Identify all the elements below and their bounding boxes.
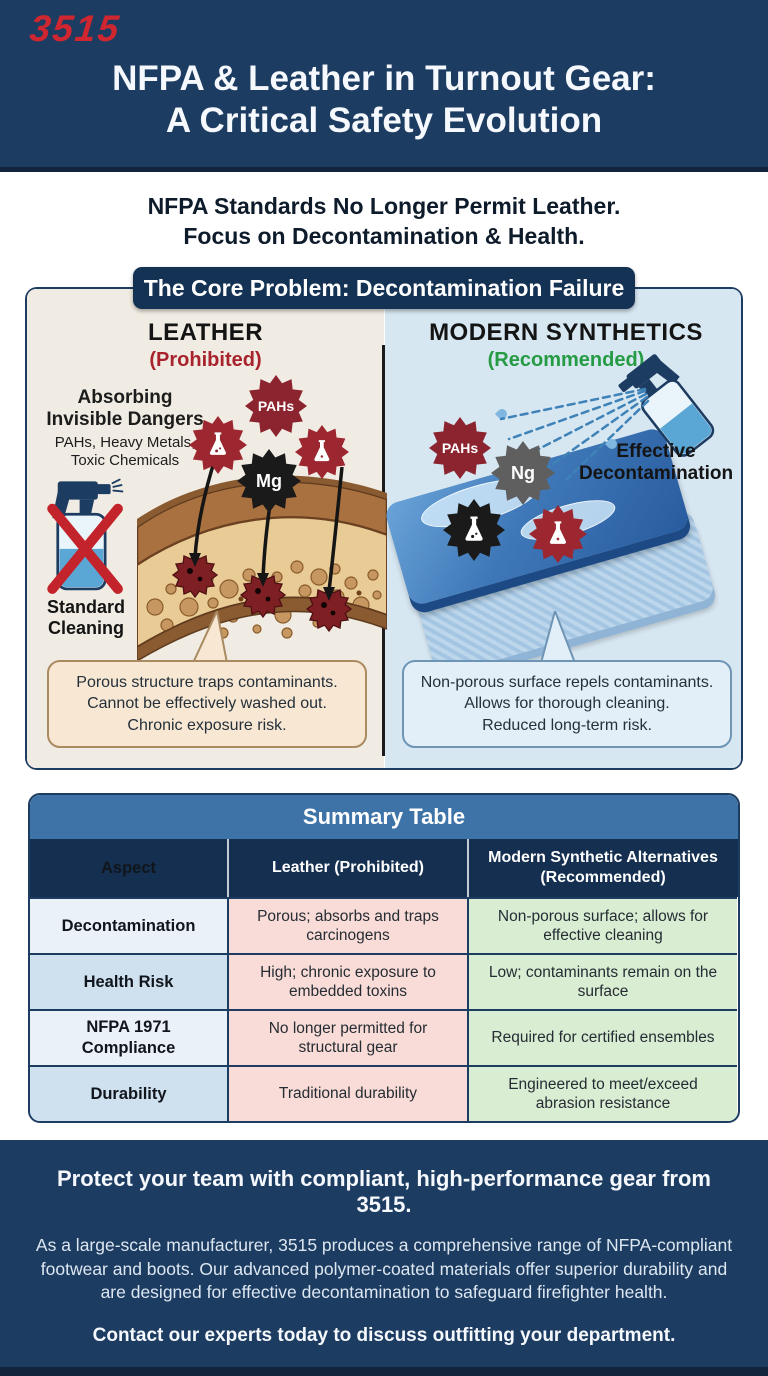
footer-body: As a large-scale manufacturer, 3515 prod… [35,1235,733,1303]
leather-callout: Porous structure traps contaminants. Can… [47,660,367,748]
intro-statement: NFPA Standards No Longer Permit Leather.… [0,192,768,252]
synthetics-status: (Recommended) [487,349,645,371]
absorbing-dangers-label: Absorbing Invisible Dangers PAHs, Heavy … [35,387,215,470]
leather-callout-line3: Chronic exposure risk. [127,716,287,734]
leather-heading: LEATHER [147,319,264,346]
leather-cross-section-illustration [137,458,387,662]
flask-icon [209,432,227,455]
decon-spray-mist [499,387,650,481]
table-row: Health Risk High; chronic exposure to em… [30,953,738,1009]
row-synthetic-value: Engineered to meet/exceed abrasion resis… [467,1065,737,1121]
danger-sub-line2: Toxic Chemicals [70,451,180,469]
decon-spray-bottle [618,354,715,457]
comparison-panel: The Core Problem: Decontamination Failur… [25,267,745,770]
synthetics-callout: Non-porous surface repels contaminants. … [402,660,732,748]
row-leather-value: Porous; absorbs and traps carcinogens [227,897,467,953]
row-leather-value: No longer permitted for structural gear [227,1009,467,1065]
right-callout-pointer [539,611,577,663]
danger-sub-line1: PAHs, Heavy Metals, [54,433,196,451]
prohibited-x-icon [47,503,123,594]
footer-cta: Contact our experts today to discuss out… [92,1324,676,1346]
row-leather-value: Traditional durability [227,1065,467,1121]
column-header-aspect: Aspect [100,858,157,877]
footer-headline: Protect your team with compliant, high-p… [57,1166,711,1217]
flask-icon [549,521,567,544]
effective-decontamination-label: Effective Decontamination [567,441,745,486]
row-aspect: Health Risk [30,953,227,1009]
table-row: NFPA 1971 Compliance No longer permitted… [30,1009,738,1065]
standard-cleaning-label: Standard Cleaning [33,597,139,638]
brand-logo: 3515 [27,8,123,49]
footer-bottom-strip [0,1367,768,1376]
page-title: NFPA & Leather in Turnout Gear: A Critic… [0,58,768,142]
comparison-title: The Core Problem: Decontamination Failur… [133,267,635,309]
page-title-line1: NFPA & Leather in Turnout Gear: [112,59,656,98]
table-header-row: Aspect Leather (Prohibited) Modern Synth… [30,839,738,897]
intro-line1: NFPA Standards No Longer Permit Leather. [147,193,621,219]
danger-title-line2: Invisible Dangers [46,408,204,430]
arrow-heads [189,553,335,601]
summary-table: Summary Table Aspect Leather (Prohibited… [28,793,740,1123]
intro-line2: Focus on Decontamination & Health. [183,222,585,249]
footer-banner: Protect your team with compliant, high-p… [0,1140,768,1376]
row-aspect: NFPA 1971 Compliance [30,1009,227,1065]
synthetics-callout-line2: Allows for thorough cleaning. [464,695,670,713]
left-callout-pointer [191,611,229,663]
leather-status: (Prohibited) [149,349,262,371]
standard-cleaning-spray-bottle [47,478,124,594]
flask-icon [314,440,330,462]
column-header-synthetic: Modern Synthetic Alternatives (Recommend… [467,839,737,897]
leather-callout-line2: Cannot be effectively washed out. [87,695,327,713]
row-aspect: Decontamination [30,897,227,953]
table-row: Durability Traditional durability Engine… [30,1065,738,1121]
table-row: Decontamination Porous; absorbs and trap… [30,897,738,953]
leather-callout-line1: Porous structure traps contaminants. [76,674,338,692]
row-aspect: Durability [30,1065,227,1121]
flask-icon [465,516,483,541]
row-synthetic-value: Required for certified ensembles [467,1009,737,1065]
row-leather-value: High; chronic exposure to embedded toxin… [227,953,467,1009]
column-header-leather: Leather (Prohibited) [227,839,467,897]
danger-sub: PAHs, Heavy Metals, Toxic Chemicals [35,434,215,470]
cleaning-label-line2: Cleaning [47,617,124,638]
danger-title-line1: Absorbing [77,387,173,408]
header-banner: 3515 NFPA & Leather in Turnout Gear: A C… [0,0,768,172]
spray-mist [111,478,124,493]
row-synthetic-value: Non-porous surface; allows for effective… [467,897,737,953]
synthetics-callout-line1: Non-porous surface repels contaminants. [420,674,714,692]
summary-table-title: Summary Table [30,795,738,839]
synthetics-callout-line3: Reduced long-term risk. [482,716,652,734]
trapped-contaminants [171,551,353,633]
row-synthetic-value: Low; contaminants remain on the surface [467,953,737,1009]
cleaning-label-line1: Standard [46,597,125,617]
synthetics-heading: MODERN SYNTHETICS [429,319,703,346]
spray-bottle-icon [618,354,715,457]
decon-label-line1: Effective [616,441,696,462]
decon-label-line2: Decontamination [578,463,734,485]
page-title-line2: A Critical Safety Evolution [165,101,603,140]
